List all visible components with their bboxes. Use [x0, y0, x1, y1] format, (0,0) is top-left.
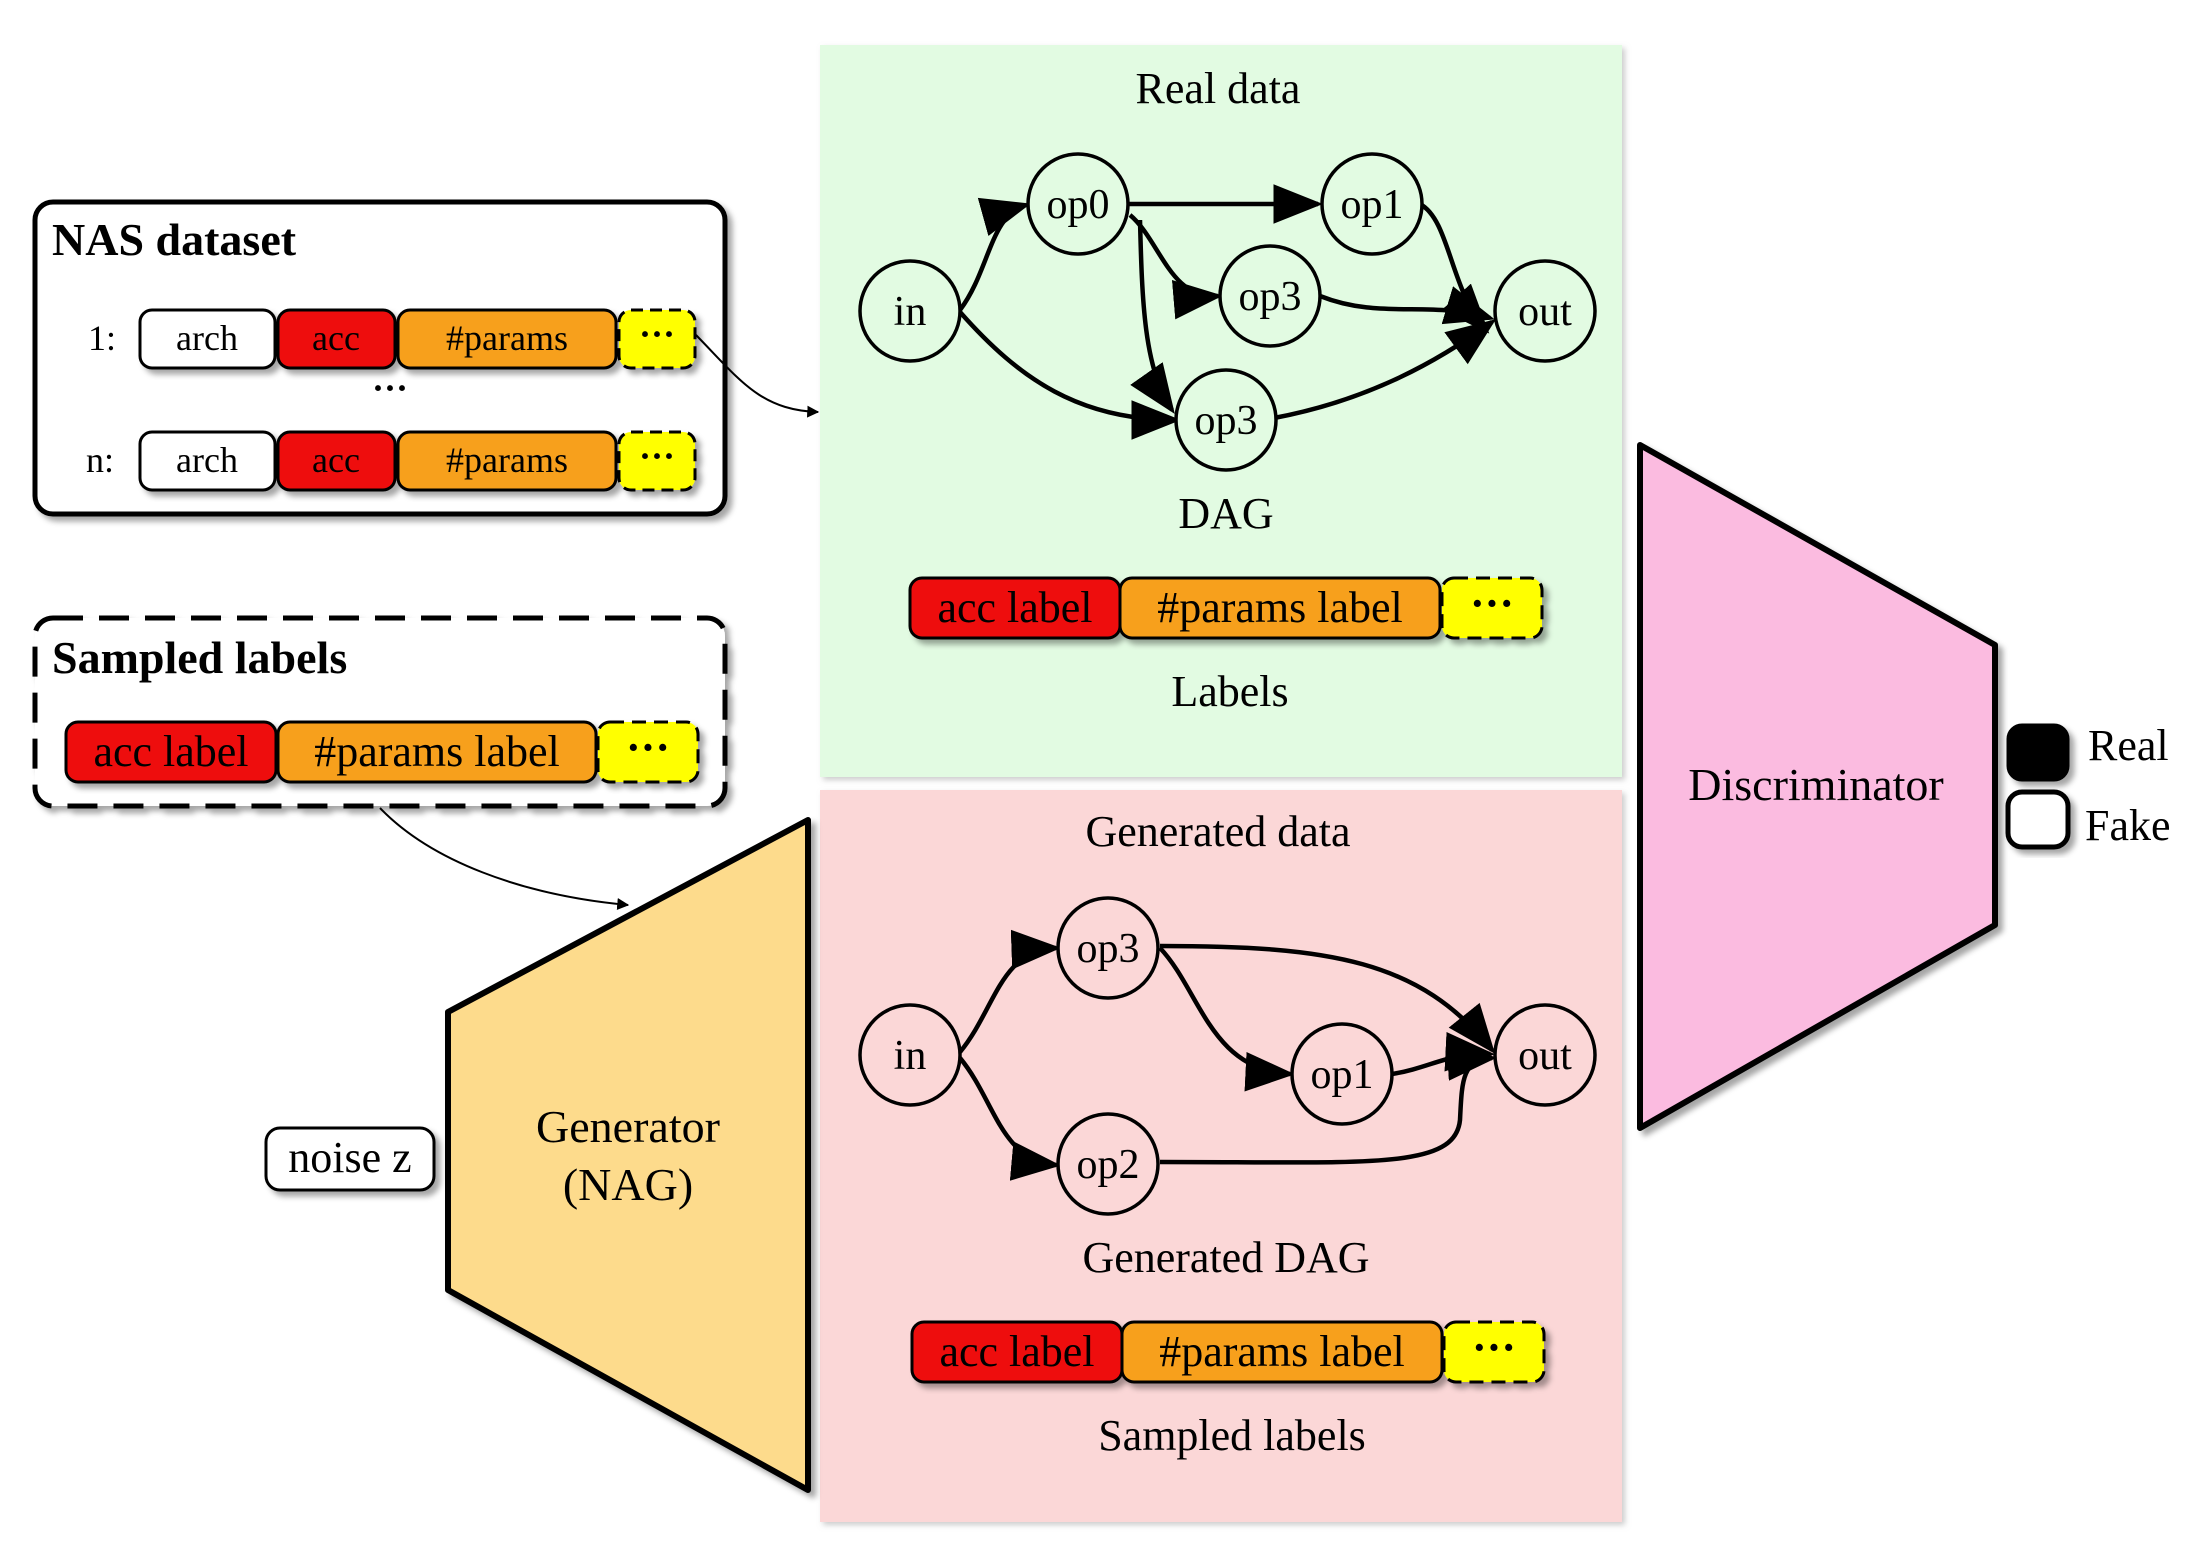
row-n-arch: arch	[176, 440, 238, 480]
real-node-op0: op0	[1026, 152, 1130, 256]
fake-indicator	[2005, 789, 2071, 850]
sampled-labels-strip	[64, 720, 700, 784]
generated-data-panel: Generated data in op3 op1 op2 out	[820, 790, 1622, 1522]
edge-in-op3b	[958, 310, 1181, 440]
nas-dataset-box: NAS dataset 1: arch acc #params ··· ··· …	[32, 199, 728, 517]
svg-text:op3: op3	[1239, 274, 1302, 320]
svg-text:in: in	[894, 1033, 927, 1079]
real-node-op1: op1	[1320, 152, 1424, 256]
edge-in-op0	[958, 197, 1031, 312]
row-n-acc: acc	[312, 440, 360, 480]
row-n-more: ···	[639, 436, 675, 476]
edge-op0-op3b	[1130, 219, 1175, 415]
edge-in-op2	[958, 1056, 1061, 1181]
arrow-labels-to-generator	[379, 807, 630, 910]
row-n-params: #params	[446, 440, 568, 480]
gen-node-op3: op3	[1056, 896, 1160, 1000]
edge-op3a-out	[1319, 286, 1495, 325]
real-dag-edges	[958, 184, 1496, 440]
gen-node-op2: op2	[1056, 1112, 1160, 1216]
row-n-cells	[138, 430, 697, 492]
generator-label-line1: Generator	[536, 1101, 720, 1152]
real-output-label: Real	[2088, 721, 2169, 770]
output-fake: Fake	[2005, 789, 2171, 850]
edge-op2-out	[1159, 1041, 1497, 1165]
edge-op3-out	[1159, 943, 1496, 1054]
svg-text:op3: op3	[1077, 926, 1140, 972]
svg-text:out: out	[1518, 1033, 1572, 1079]
real-indicator	[2006, 723, 2070, 782]
generated-data-title: Generated data	[1085, 807, 1350, 856]
real-dag-caption: DAG	[1178, 489, 1273, 538]
real-params-label: #params label	[1157, 583, 1403, 632]
gen-node-out: out	[1493, 1003, 1597, 1107]
row-1-acc: acc	[312, 318, 360, 358]
row-1-more: ···	[639, 314, 675, 354]
gen-acc-label: acc label	[939, 1327, 1094, 1376]
generated-dag-caption: Generated DAG	[1082, 1233, 1369, 1282]
fake-output-label: Fake	[2085, 801, 2171, 850]
svg-text:in: in	[894, 289, 927, 335]
gen-params-label: #params label	[1159, 1327, 1405, 1376]
gen-more-label: ···	[1472, 1323, 1516, 1372]
real-node-op3-bottom: op3	[1174, 368, 1278, 472]
real-acc-label: acc label	[937, 583, 1092, 632]
svg-text:out: out	[1518, 289, 1572, 335]
rows-ellipsis: ···	[372, 368, 408, 408]
sampled-more-label: ···	[626, 723, 670, 772]
real-data-title: Real data	[1136, 64, 1301, 113]
real-data-panel: Real data in op0 op1 op3	[820, 45, 1622, 777]
gen-node-in: in	[858, 1003, 962, 1107]
sampled-params-label: #params label	[314, 727, 560, 776]
noise-label: noise z	[288, 1133, 411, 1182]
output-real: Real	[2006, 721, 2169, 782]
generator-block: Generator (NAG)	[445, 817, 811, 1493]
svg-text:op3: op3	[1195, 398, 1258, 444]
real-labels-caption: Labels	[1171, 667, 1288, 716]
discriminator-block: Discriminator	[1637, 442, 1998, 1131]
sampled-acc-label: acc label	[93, 727, 248, 776]
row-n-index: n:	[86, 440, 114, 480]
row-1-params: #params	[446, 318, 568, 358]
svg-text:op0: op0	[1047, 182, 1110, 228]
generator-label-line2: (NAG)	[563, 1159, 693, 1210]
real-labels-strip	[908, 576, 1544, 640]
real-node-in: in	[858, 259, 962, 363]
discriminator-label: Discriminator	[1688, 759, 1944, 810]
arrow-dataset-to-real	[695, 334, 820, 418]
noise-box: noise z	[264, 1126, 436, 1192]
svg-text:op1: op1	[1341, 182, 1404, 228]
gen-node-op1: op1	[1290, 1022, 1394, 1126]
generated-dag-edges	[958, 929, 1497, 1181]
svg-text:op2: op2	[1077, 1142, 1140, 1188]
generated-labels-strip	[910, 1320, 1546, 1384]
sampled-labels-box: Sampled labels acc label #params label ·…	[32, 615, 728, 809]
edge-in-op3	[958, 929, 1061, 1054]
real-more-label: ···	[1470, 579, 1514, 628]
edge-op3b-out	[1273, 319, 1496, 421]
sampled-labels-title: Sampled labels	[52, 632, 347, 683]
edge-op3-op1	[1158, 946, 1295, 1092]
row-1-index: 1:	[88, 318, 116, 358]
generated-labels-caption: Sampled labels	[1098, 1411, 1366, 1460]
svg-text:op1: op1	[1311, 1052, 1374, 1098]
nas-dataset-title: NAS dataset	[52, 214, 297, 265]
row-1-arch: arch	[176, 318, 238, 358]
real-node-op3-top: op3	[1218, 244, 1322, 348]
real-node-out: out	[1493, 259, 1597, 363]
row-1-cells	[138, 308, 697, 370]
